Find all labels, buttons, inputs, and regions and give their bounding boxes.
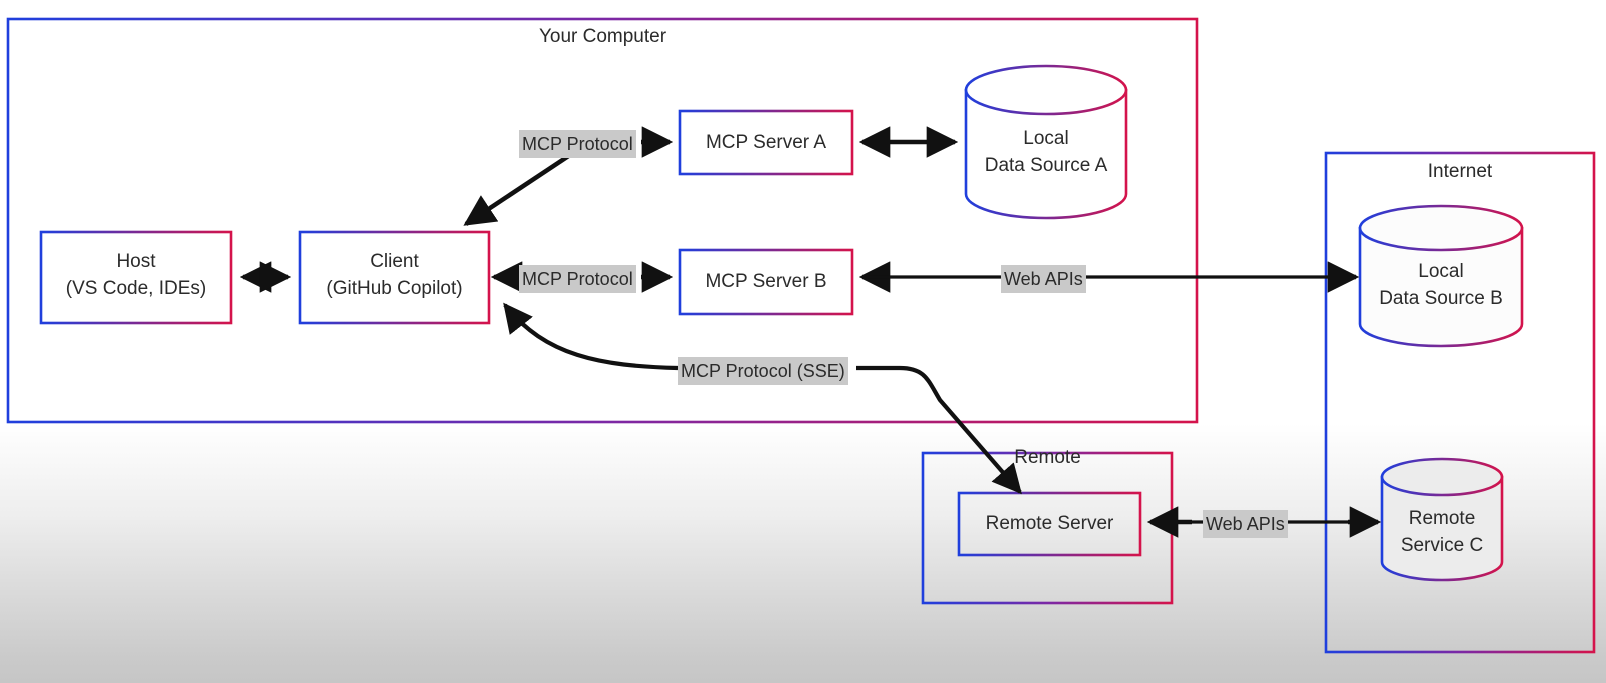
node-remote-service-c-cylinder[interactable] [1380,457,1504,582]
node-local-data-source-a-cylinder[interactable] [964,64,1128,220]
background-upper [0,0,1606,424]
edge-client-mcp-protocol-a-diagonal [463,153,572,226]
node-mcp-server-b-box[interactable] [678,248,854,316]
edge-label-mcp-protocol-sse: MCP Protocol (SSE) [678,357,848,385]
container-title-your-computer: Your Computer [538,26,667,47]
edge-client-remote-server-sse [503,302,679,371]
edge-label-mcp-protocol-a: MCP Protocol [519,130,636,158]
node-host-box[interactable] [39,230,233,325]
background-lower-gradient [0,424,1606,683]
node-mcp-server-a-box[interactable] [678,109,854,176]
container-internet [1324,151,1596,654]
container-your-computer [6,17,1199,424]
edge-label-web-apis-top: Web APIs [1001,265,1086,293]
edge-label-mcp-protocol-b: MCP Protocol [519,265,636,293]
edge-sse-right-curve [856,365,1022,495]
edge-label-web-apis-bottom: Web APIs [1203,510,1288,538]
node-client-box[interactable] [298,230,491,325]
node-local-data-source-b-cylinder[interactable] [1358,204,1524,348]
container-title-remote: Remote [1014,447,1081,468]
container-title-internet: Internet [1427,161,1493,182]
node-remote-server-box[interactable] [957,491,1142,557]
container-remote [921,451,1174,605]
